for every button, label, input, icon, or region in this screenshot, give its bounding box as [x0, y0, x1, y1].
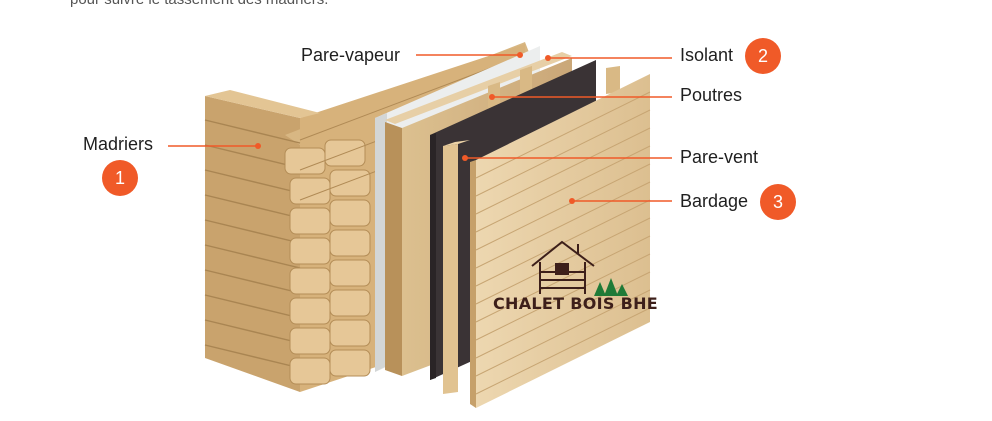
badge-3: 3	[760, 184, 796, 220]
label-poutres: Poutres	[680, 85, 743, 105]
badge-2: 2	[745, 38, 781, 74]
front-batten	[443, 140, 470, 394]
logo-text: CHALET BOIS BHE	[493, 294, 658, 313]
badge-1: 1	[102, 160, 138, 196]
label-madriers: Madriers	[83, 134, 154, 154]
leader-lines	[168, 54, 672, 202]
label-bardage: Bardage	[680, 191, 749, 211]
intro-text: pour suivre le tassement des madriers.	[70, 0, 328, 8]
label-pare-vent: Pare-vent	[680, 147, 759, 167]
logo-cabin-icon	[531, 240, 595, 294]
leader-dots	[255, 52, 575, 204]
logo-trees-icon	[594, 278, 628, 296]
label-isolant: Isolant	[680, 45, 734, 65]
label-pare-vapeur: Pare-vapeur	[301, 45, 401, 65]
